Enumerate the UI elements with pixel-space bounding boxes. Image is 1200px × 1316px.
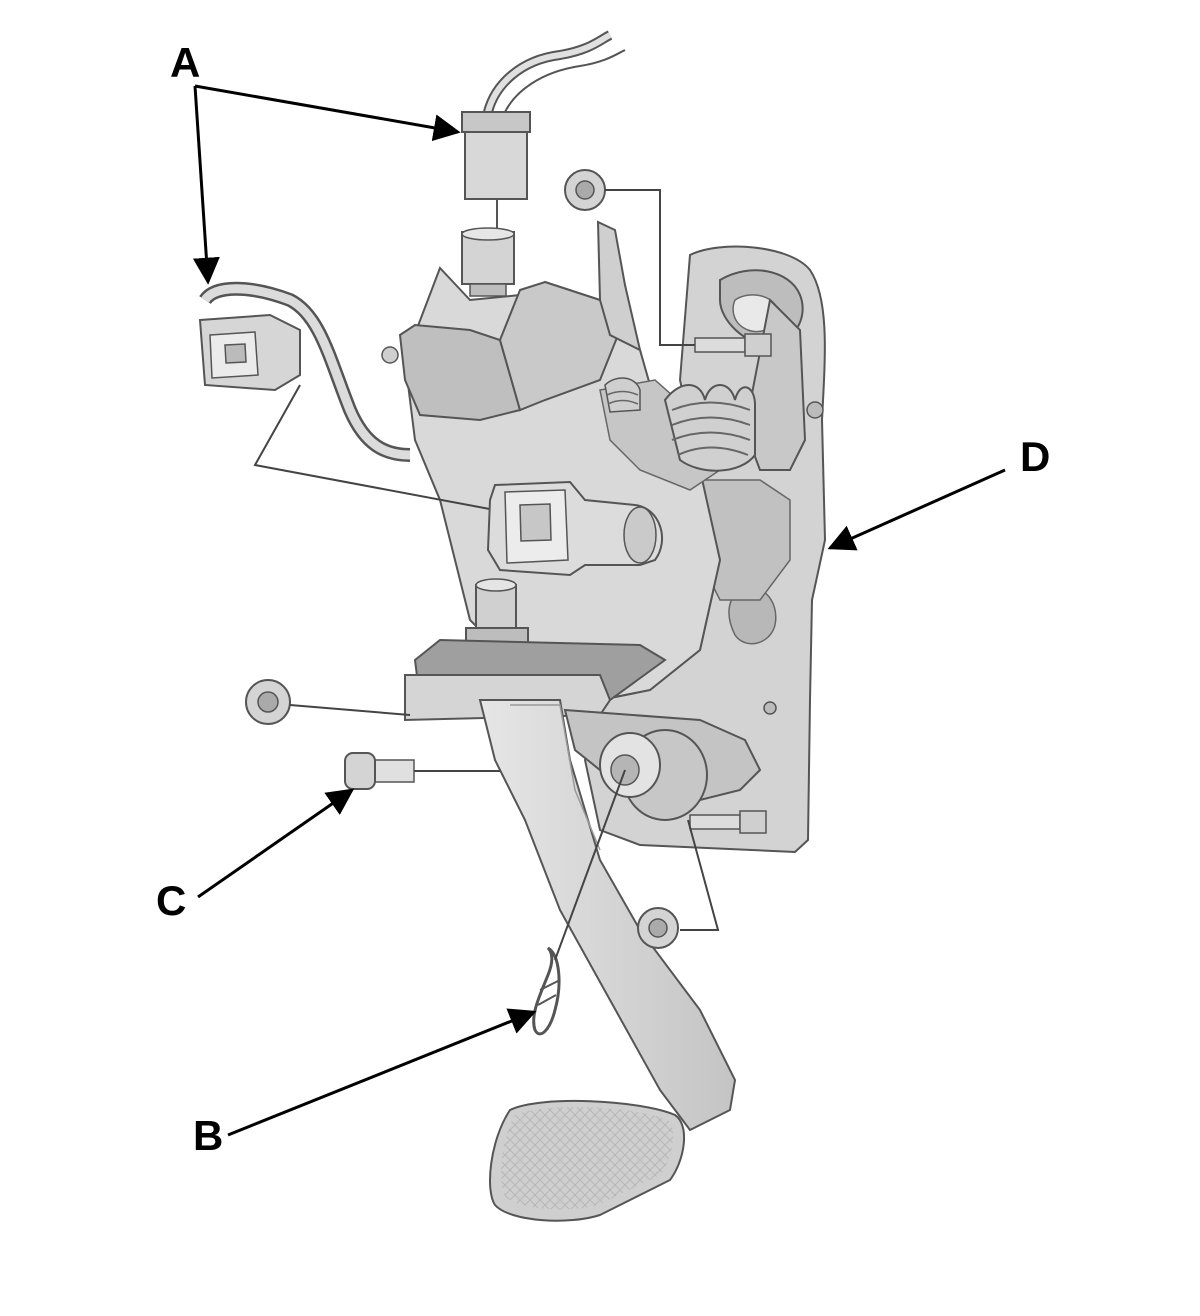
pedal-pin (344, 752, 415, 790)
connector-guide-line (253, 384, 496, 511)
nut-left (245, 679, 291, 725)
nut-upper-guide (605, 189, 695, 346)
leader-b (227, 1008, 537, 1137)
leader-lines (192, 84, 1006, 1137)
harness-connector-left (198, 281, 411, 462)
leader-c (197, 788, 355, 899)
pedal-position-switch (486, 480, 664, 577)
spring-clip (532, 946, 561, 1036)
stop-bolt (465, 578, 529, 651)
pedal-pivot (563, 708, 762, 821)
brake-pedal-arm (478, 699, 737, 1132)
nut-left-guide (289, 704, 411, 716)
leader-a-left (192, 85, 220, 285)
return-spring (663, 384, 756, 472)
bolt-upper (694, 333, 772, 357)
nut-upper (564, 169, 606, 211)
brake-light-switch (461, 227, 515, 297)
bracket-body (381, 220, 722, 702)
secondary-spring (604, 377, 641, 413)
brake-pedal-pad (489, 1099, 686, 1222)
leader-d (827, 468, 1006, 551)
leader-a-top (194, 84, 461, 142)
callout-label-d: D (1020, 433, 1051, 480)
bolt-lower (689, 810, 767, 834)
nut-lower (637, 907, 679, 949)
nut-lower-guide (680, 819, 720, 931)
callout-label-a: A (170, 39, 201, 86)
callout-label-c: C (156, 877, 187, 924)
brake-switch-connector-top (461, 30, 626, 235)
callout-label-b: B (193, 1112, 224, 1159)
pedal-bracket (583, 245, 827, 854)
spring-clip-guide (554, 769, 626, 961)
